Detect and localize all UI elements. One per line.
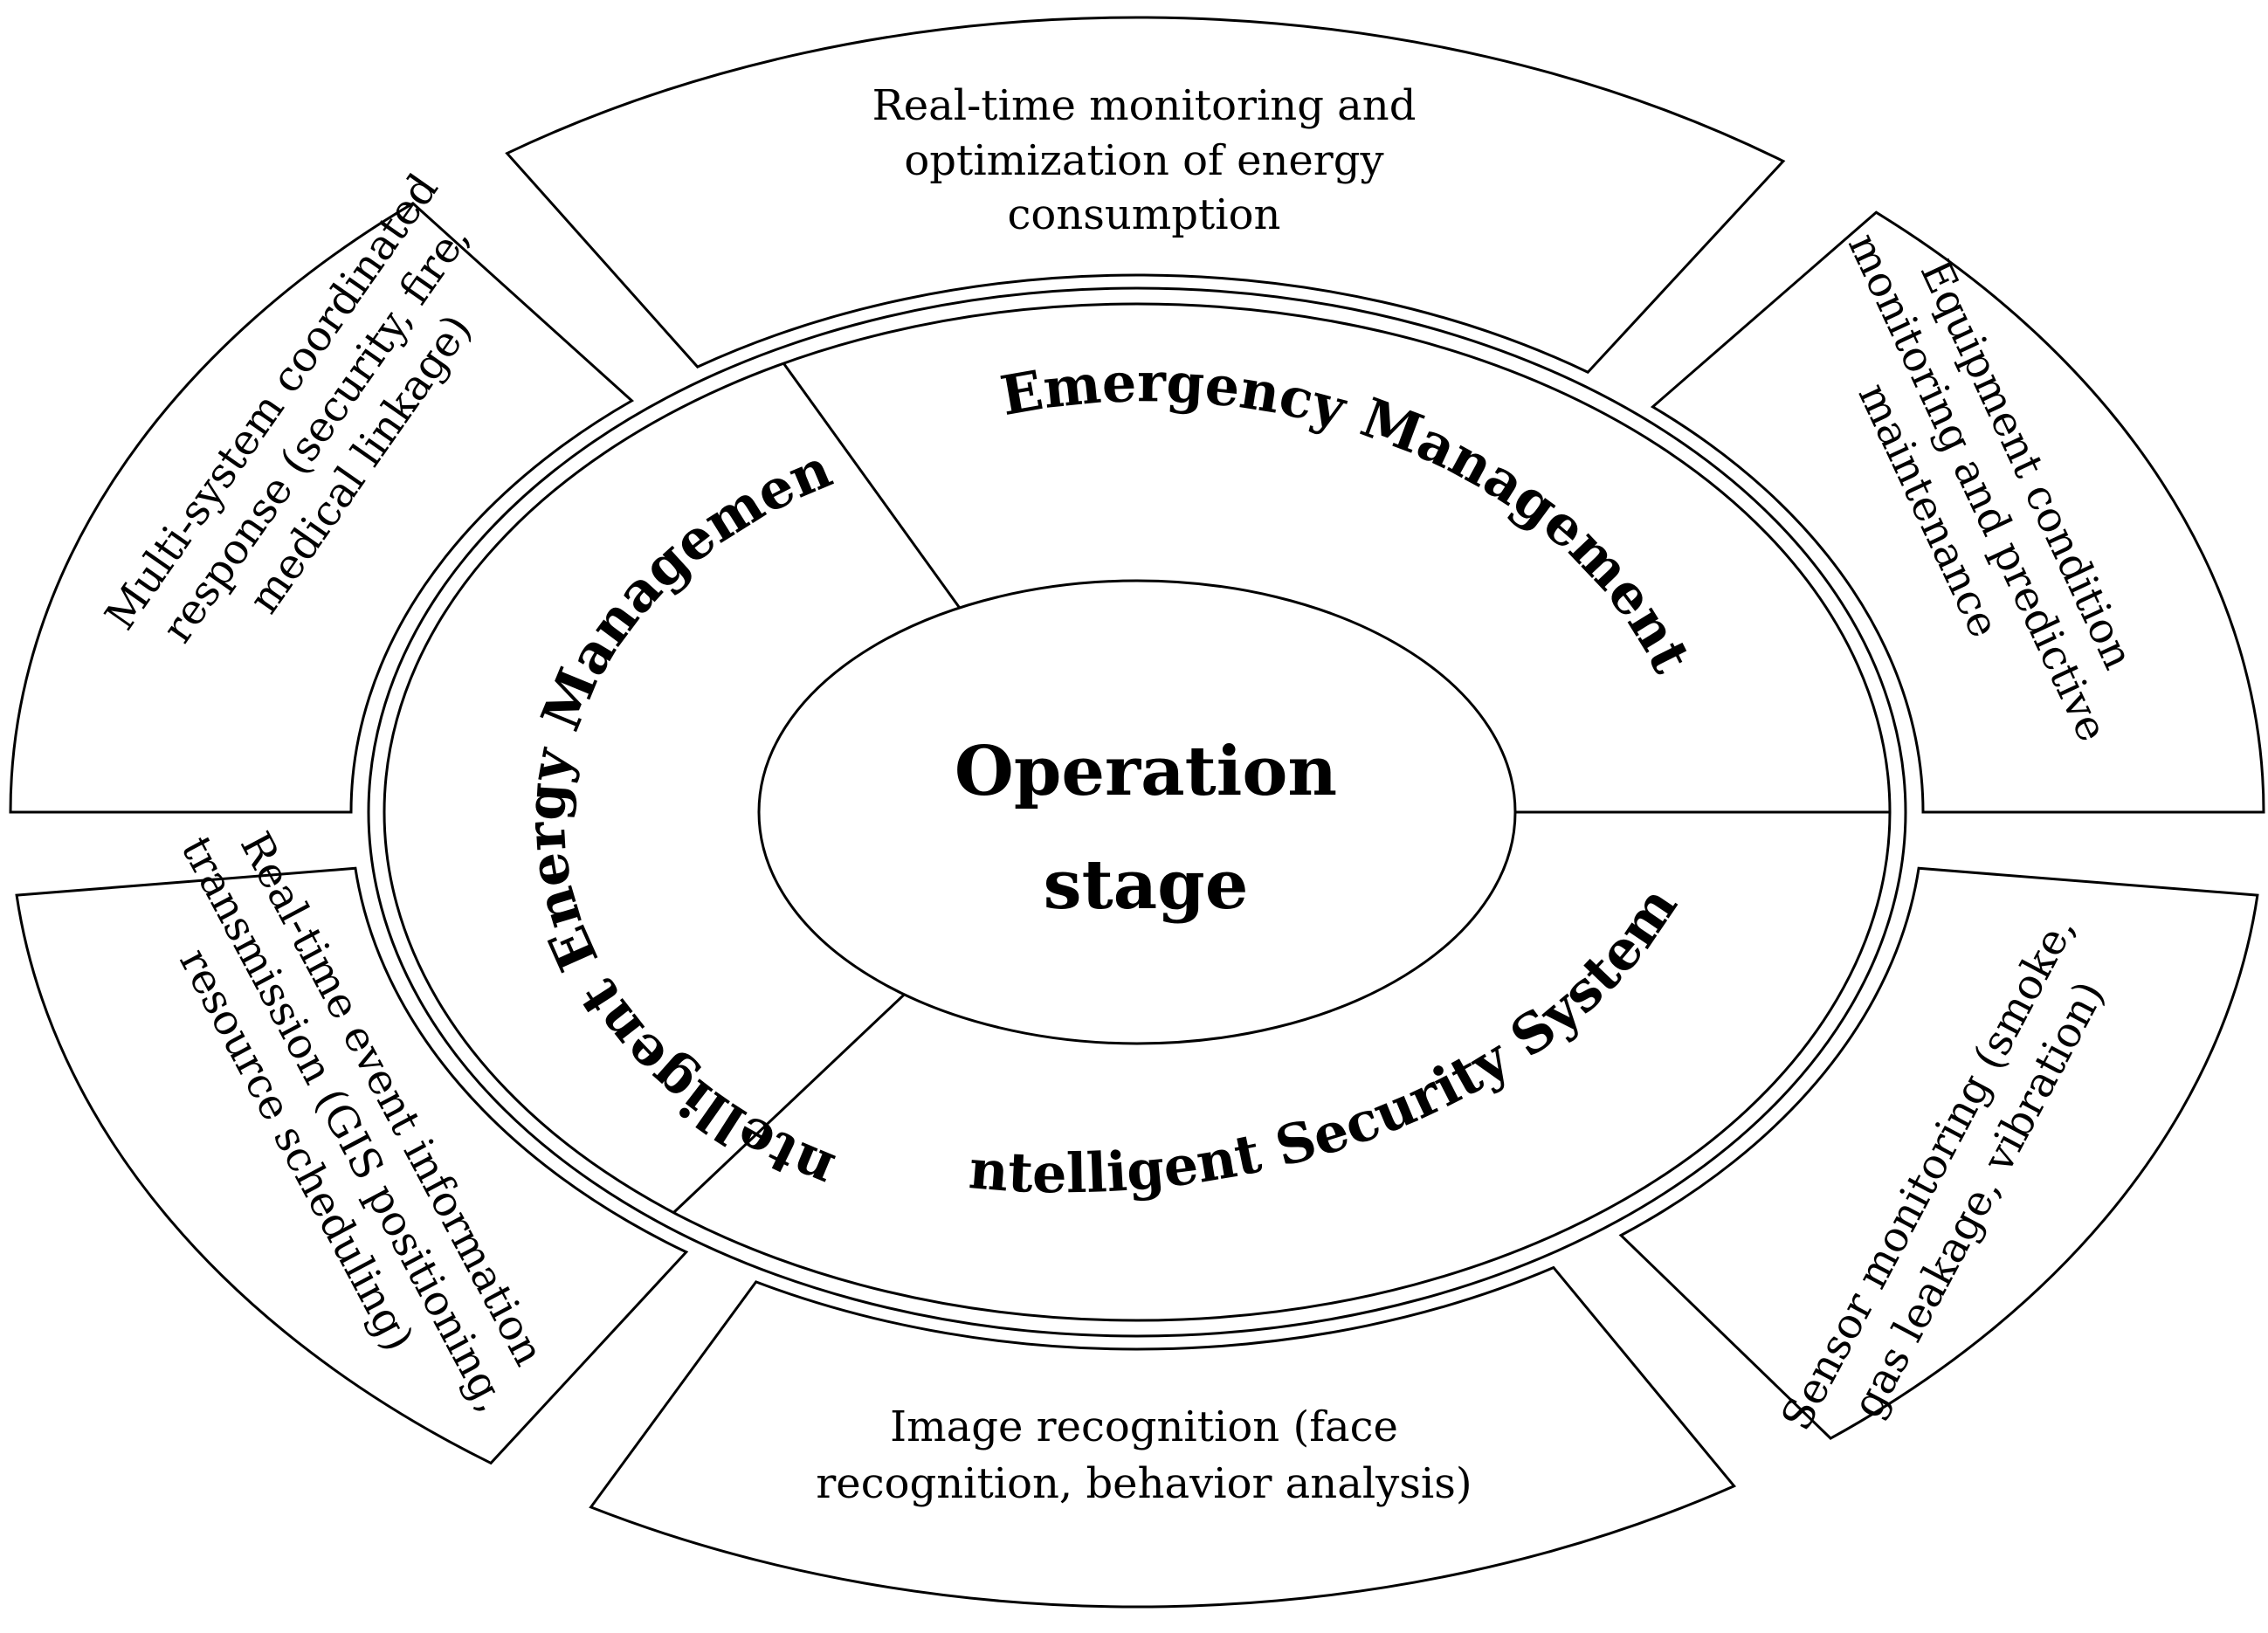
outer-segment-lower-right xyxy=(1618,866,2259,1440)
outer-segment-upper-left xyxy=(9,202,635,814)
svg-text:consumption: consumption xyxy=(1008,190,1281,239)
outer-segment-upper-right xyxy=(1650,210,2265,814)
center-title-line2: stage xyxy=(1044,845,1249,925)
outer-segment-lower-left xyxy=(15,866,689,1465)
svg-text:Real-time monitoring and: Real-time monitoring and xyxy=(872,81,1417,130)
center-title-line1: Operation xyxy=(955,732,1337,811)
outer-segment-top xyxy=(505,16,1786,375)
svg-text:Image recognition (face: Image recognition (face xyxy=(890,1402,1398,1451)
outer-segment-bottom xyxy=(589,1265,1737,1609)
divider-energy-emergency xyxy=(782,362,961,609)
outer-ring xyxy=(9,16,2265,1609)
divider-security-energy xyxy=(672,993,906,1214)
center-circle xyxy=(757,579,1517,1045)
middle-ring-dividers xyxy=(672,362,1890,1214)
svg-text:optimization of energy: optimization of energy xyxy=(904,136,1383,185)
outer-label-bottom: Image recognition (face recognition, beh… xyxy=(816,1402,1472,1508)
outer-label-top: Real-time monitoring and optimization of… xyxy=(872,81,1417,239)
svg-text:recognition, behavior analysis: recognition, behavior analysis) xyxy=(816,1459,1472,1508)
